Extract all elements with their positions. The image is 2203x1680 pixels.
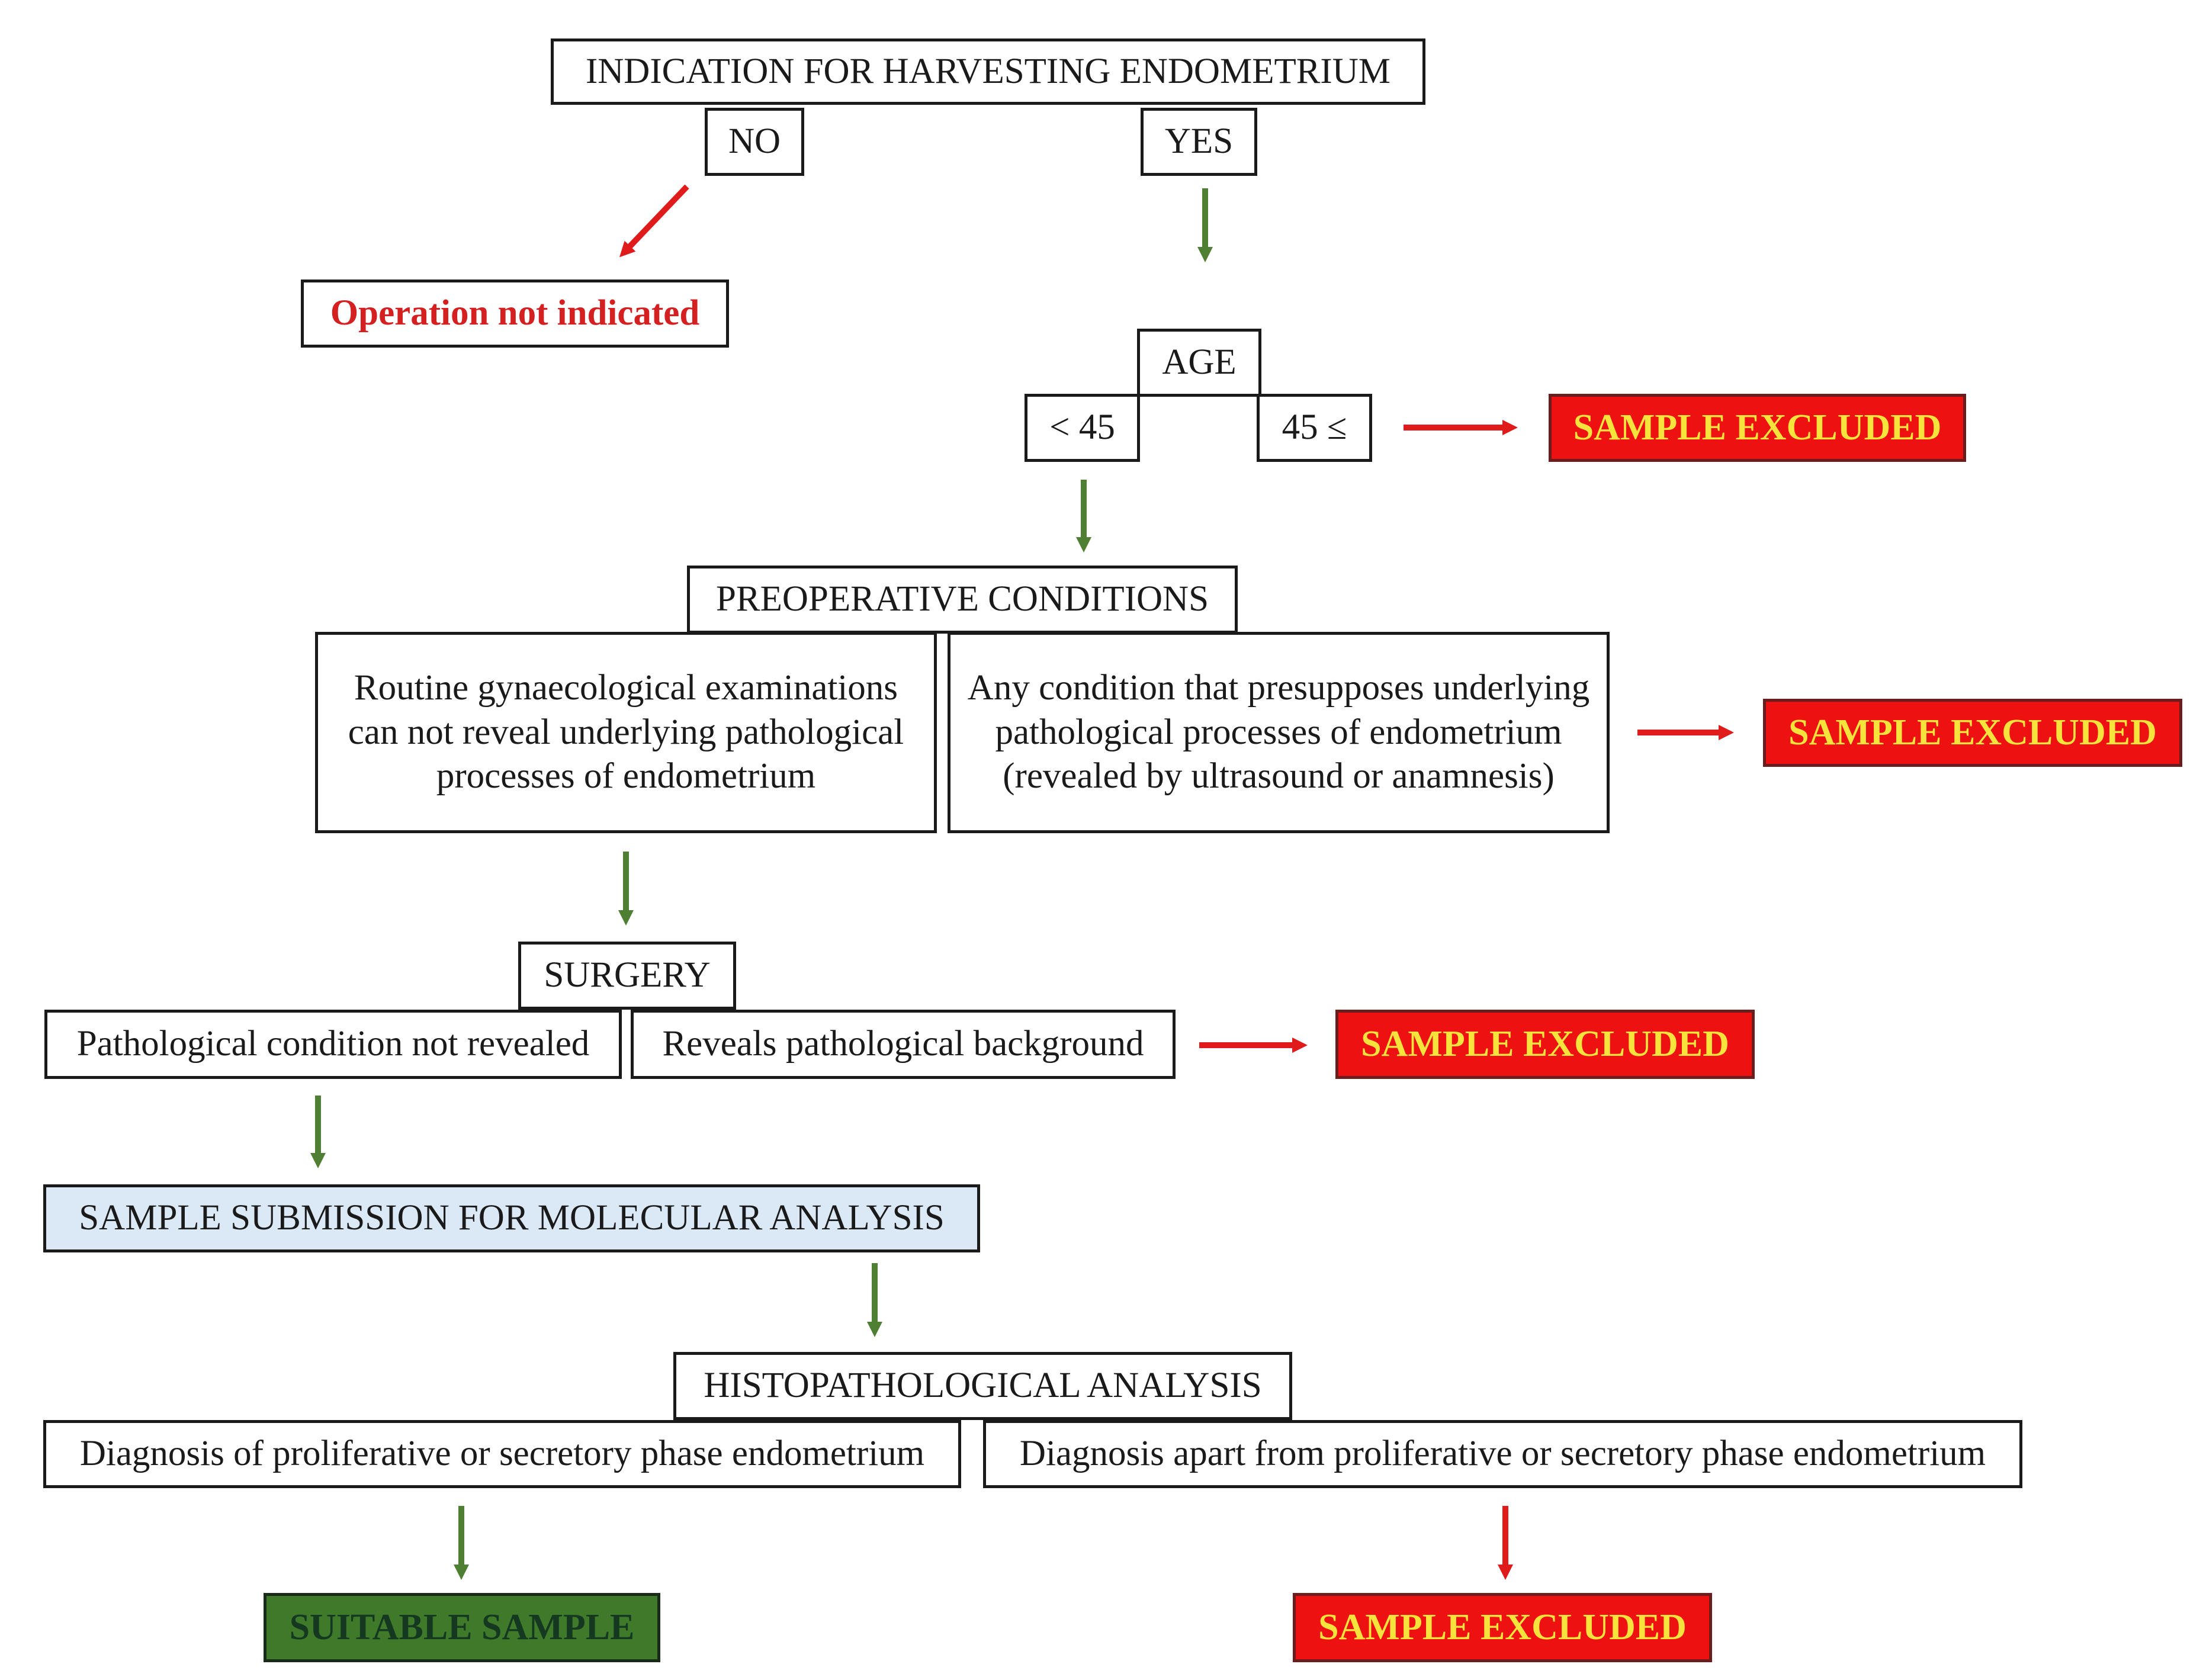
age-under-45-box: < 45: [1025, 394, 1140, 462]
histopathological-title-box: HISTOPATHOLOGICAL ANALYSIS: [673, 1352, 1292, 1420]
operation-not-indicated-box: Operation not indicated: [301, 280, 729, 348]
surgery-reveals-background-box: Reveals pathological background: [631, 1010, 1176, 1079]
suitable-sample-box: SUITABLE SAMPLE: [264, 1593, 660, 1662]
yes-box: YES: [1141, 108, 1257, 176]
surgery-sample-excluded-box: SAMPLE EXCLUDED: [1335, 1010, 1755, 1079]
indication-title-box: INDICATION FOR HARVESTING ENDOMETRIUM: [551, 38, 1425, 105]
age-title-box: AGE: [1137, 329, 1261, 397]
surgery-title-box: SURGERY: [518, 942, 736, 1010]
preop-any-condition-box: Any condition that presupposes underlyin…: [948, 632, 1610, 833]
histo-sample-excluded-box: SAMPLE EXCLUDED: [1293, 1593, 1712, 1662]
age-sample-excluded-box: SAMPLE EXCLUDED: [1549, 394, 1966, 462]
preop-routine-exam-box: Routine gynaecological examinations can …: [315, 632, 937, 833]
preoperative-title-box: PREOPERATIVE CONDITIONS: [687, 566, 1238, 634]
histo-normal-diagnosis-box: Diagnosis of proliferative or secretory …: [43, 1420, 961, 1488]
preop-sample-excluded-box: SAMPLE EXCLUDED: [1763, 699, 2182, 767]
sample-submission-box: SAMPLE SUBMISSION FOR MOLECULAR ANALYSIS: [43, 1184, 980, 1252]
arrow-no-to-not-indicated: [619, 184, 689, 258]
no-box: NO: [705, 108, 804, 176]
age-45-or-over-box: 45 ≤: [1257, 394, 1372, 462]
histo-other-diagnosis-box: Diagnosis apart from proliferative or se…: [983, 1420, 2022, 1488]
surgery-not-revealed-box: Pathological condition not revealed: [44, 1010, 622, 1079]
